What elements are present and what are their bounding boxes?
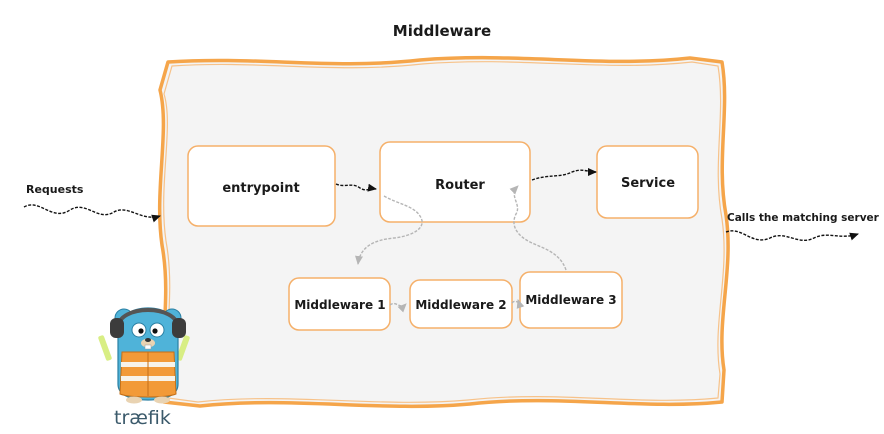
- traefik-gopher-logo: [98, 307, 190, 404]
- traefik-logo-text: træfik: [114, 407, 171, 429]
- calls-label: Calls the matching server: [727, 212, 880, 224]
- entrypoint-box: [187, 145, 336, 227]
- middleware-3-to-router-arrow: [509, 185, 567, 271]
- middleware-2-label: Middleware 2: [415, 298, 506, 312]
- middleware-container: [157, 55, 730, 409]
- router-to-middleware-1-arrow: [355, 195, 423, 265]
- service-label: Service: [621, 176, 675, 191]
- router-box: [379, 141, 531, 223]
- middleware-1-to-middleware-2-arrow: [389, 302, 407, 313]
- entrypoint-to-router-arrow: [335, 183, 377, 192]
- service-box: [596, 145, 699, 219]
- calls-server-arrow: [725, 230, 859, 241]
- requests-label: Requests: [26, 183, 84, 196]
- router-to-service-arrow: [531, 167, 597, 181]
- middleware-2-to-middleware-3-arrow: [511, 299, 525, 309]
- diagram-title: Middleware: [393, 22, 491, 40]
- middleware-1-label: Middleware 1: [294, 298, 385, 312]
- entrypoint-label: entrypoint: [222, 181, 299, 196]
- middleware-3-label: Middleware 3: [525, 293, 616, 307]
- requests-arrow: [23, 204, 161, 223]
- router-label: Router: [435, 178, 485, 193]
- middleware-2-box: [409, 279, 513, 329]
- middleware-1-box: [288, 277, 391, 331]
